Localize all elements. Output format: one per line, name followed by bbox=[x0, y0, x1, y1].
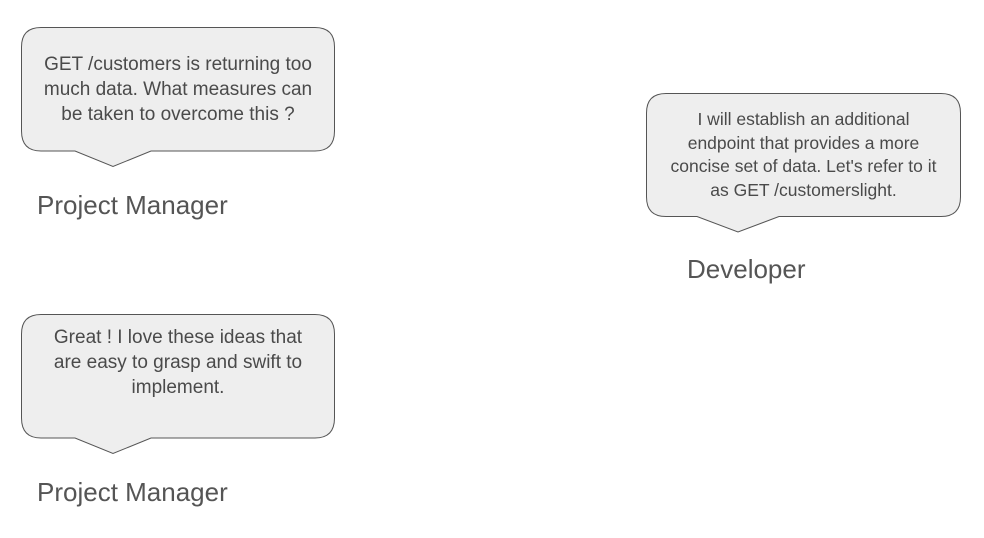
speech-bubble-pm-question: GET /customers is returning too much dat… bbox=[21, 27, 335, 168]
speech-bubble-developer-answer: I will establish an additional endpoint … bbox=[646, 93, 961, 233]
message-text: GET /customers is returning too much dat… bbox=[43, 53, 313, 125]
message-text: I will establish an additional endpoint … bbox=[670, 109, 937, 200]
speech-bubble-pm-reply: Great ! I love these ideas that are easy… bbox=[21, 314, 335, 455]
speech-bubble-shape bbox=[21, 314, 335, 455]
speech-bubble-shape bbox=[21, 27, 335, 168]
speech-bubble-shape bbox=[646, 93, 961, 233]
speaker-label-project-manager: Project Manager bbox=[37, 190, 228, 220]
speaker-label-developer: Developer bbox=[687, 254, 806, 284]
speaker-label-project-manager: Project Manager bbox=[37, 477, 228, 507]
message-text: Great ! I love these ideas that are easy… bbox=[53, 327, 303, 398]
